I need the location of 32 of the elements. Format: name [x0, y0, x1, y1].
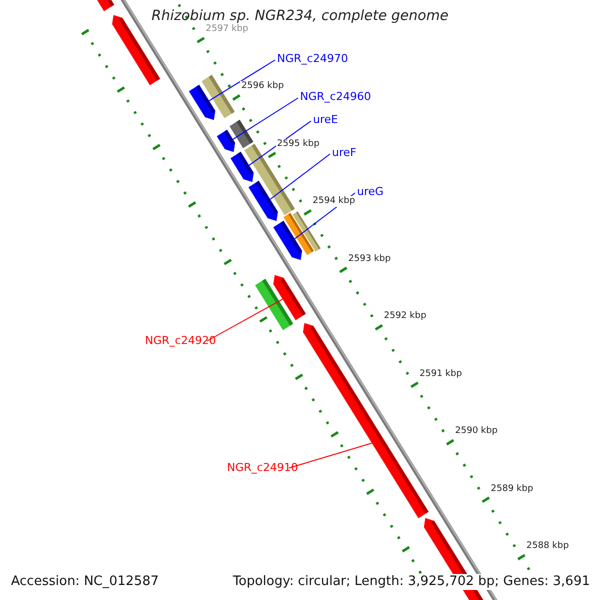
tick-label: 2588 kbp — [525, 541, 570, 552]
gene-feature — [248, 180, 278, 221]
footer-text: Topology: circular; Length: 3,925,702 bp; Genes: 3,691 — [232, 574, 591, 590]
tick-label: 2595 kbp — [276, 138, 320, 150]
leader-line — [270, 154, 330, 200]
gene-feature — [216, 130, 236, 152]
leader-line — [206, 298, 284, 342]
tick-label: 2592 kbp — [382, 311, 428, 322]
gene-label: NGR_c24960 — [300, 90, 371, 104]
title: Rhizobium sp. NGR234, complete genome — [150, 8, 450, 24]
tick-label: 2596 kbp — [240, 81, 285, 92]
tick-label: 2597 kbp — [204, 24, 250, 35]
tick-label: 2589 kbp — [490, 484, 534, 494]
tick-label: 2594 kbp — [312, 196, 356, 208]
tick-label: 2591 kbp — [418, 368, 463, 380]
tick-label: 2590 kbp — [454, 426, 499, 438]
gene-feature — [273, 275, 306, 320]
gene-feature — [188, 84, 216, 120]
leader-line — [248, 120, 312, 166]
leader-line — [208, 60, 276, 102]
leader-line — [232, 98, 298, 140]
gene-feature — [230, 152, 254, 182]
footer-text: Accession: NC_012587 — [10, 574, 160, 590]
gene-label: ureG — [357, 185, 384, 198]
gene-feature — [273, 220, 302, 260]
leader-line — [288, 442, 372, 468]
gene-label: NGR_c24910 — [227, 461, 298, 474]
gene-label: NGR_c24970 — [277, 52, 348, 66]
gene-label: NGR_c24920 — [145, 334, 216, 348]
tick-label: 2593 kbp — [347, 254, 392, 265]
gene-label: ureF — [332, 146, 356, 160]
gene-label: ureE — [313, 113, 338, 126]
